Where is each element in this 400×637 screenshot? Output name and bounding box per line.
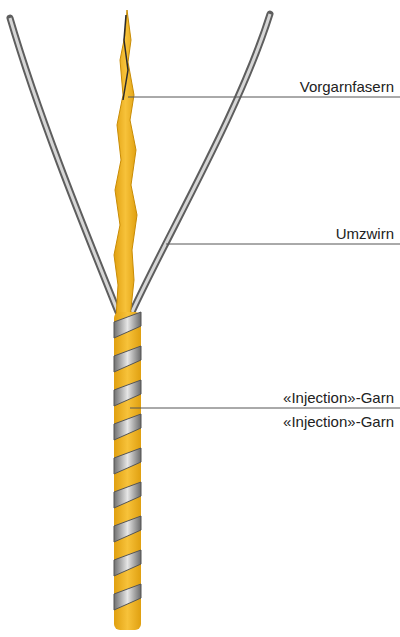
helix-winding: [114, 482, 141, 508]
helix-winding: [114, 380, 141, 406]
part-label: «Injection»-Garn: [283, 389, 394, 406]
helix-winding: [114, 516, 141, 542]
helix-winding: [114, 550, 141, 576]
helix-windings: [114, 312, 141, 610]
leader-line: [166, 244, 400, 245]
helix-winding: [114, 584, 141, 610]
helix-winding: [114, 448, 141, 474]
roving-fibres: [114, 10, 137, 318]
part-label: Vorgarnfasern: [300, 78, 394, 95]
leader-line: [128, 97, 400, 98]
yarn-core: [114, 312, 141, 630]
part-label: «Injection»-Garn: [283, 413, 394, 430]
leader-line: [130, 408, 400, 409]
twist-strand: [10, 18, 118, 312]
twist-strand-highlight: [132, 14, 270, 312]
twist-strand: [132, 14, 270, 312]
helix-winding: [114, 346, 141, 372]
twist-strand-highlight: [10, 18, 118, 312]
part-label: Umzwirn: [336, 225, 394, 242]
helix-winding: [114, 312, 141, 338]
fibre-shadow: [123, 15, 128, 100]
helix-winding: [114, 414, 141, 440]
